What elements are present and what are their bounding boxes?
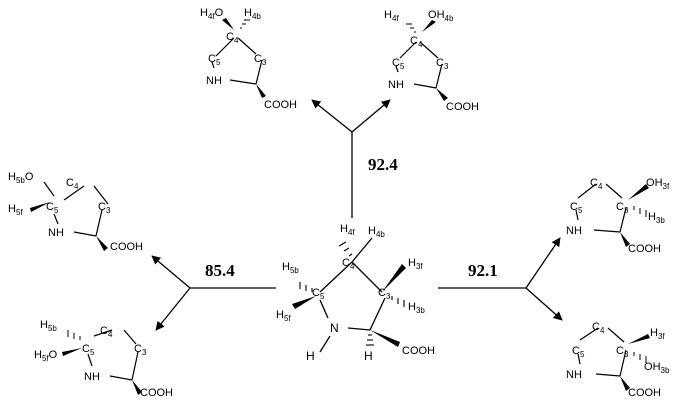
h4f-label-tr: H4f <box>384 9 399 23</box>
c3-label-tr: C3 <box>436 57 449 71</box>
nh-label-tl: NH <box>206 75 222 87</box>
c5-label-lt: C5 <box>46 201 59 215</box>
hash-h2 <box>366 334 374 346</box>
c5-label-tl: C5 <box>208 53 221 67</box>
n-label: N <box>330 321 339 335</box>
oh4b-label-tr: OH4b <box>428 9 454 23</box>
c3-label-tl: C3 <box>254 53 267 67</box>
hash-h3b <box>391 296 405 307</box>
top-arrow-left <box>311 99 353 133</box>
nh-label-rb: NH <box>566 369 582 381</box>
h3b-label: H3b <box>408 301 425 315</box>
h5b-label: H5b <box>282 261 299 275</box>
hash-h4f <box>338 241 353 257</box>
h4f-label-tl: H4fO <box>200 7 224 21</box>
c4-label-lb: C4 <box>100 325 113 339</box>
product-right-bottom: C4 H3f C5 C3 OH3b NH COOH <box>566 321 670 399</box>
c4-label-tl: C4 <box>226 31 239 45</box>
top-arrow-right <box>351 99 391 133</box>
hash-h5b <box>299 282 313 292</box>
nh-h-label: H <box>306 349 315 363</box>
c4-label-lt: C4 <box>66 177 79 191</box>
c3-label-lb: C3 <box>134 343 147 357</box>
value-top: 92.4 <box>368 155 398 174</box>
bond-n-c5 <box>319 299 329 319</box>
nh-label-rt: NH <box>566 225 582 237</box>
oh3b-label-rb: OH3b <box>644 361 670 375</box>
c3-label-lt: C3 <box>98 201 111 215</box>
h3b-label-rt: H3b <box>648 211 665 225</box>
wedge-cooh <box>370 330 400 347</box>
h5f-label-lt: H5f <box>8 203 23 217</box>
h2-label: H <box>364 349 373 363</box>
central-molecule: H4f H4b C4 H5b C5 C3 H3f H3b H5f N H H C… <box>276 223 435 363</box>
bond-h4b <box>351 237 373 263</box>
cooh-label-tr: COOH <box>446 101 479 113</box>
cooh-label-lb: COOH <box>140 387 173 399</box>
value-left: 85.4 <box>205 261 235 280</box>
cooh-label-rt: COOH <box>628 243 661 255</box>
left-arrow-up <box>151 255 191 289</box>
cooh-label-lt: COOH <box>110 241 143 253</box>
h4b-label: H4b <box>368 225 385 239</box>
bond-c4-c3 <box>351 261 383 293</box>
product-right-top: C4 OH3f C5 C3 H3b NH COOH <box>566 177 670 255</box>
bond-n-h <box>319 335 331 353</box>
bond-c2-n <box>347 327 371 331</box>
right-arrow-down <box>525 287 563 321</box>
h3f-label: H3f <box>408 257 423 271</box>
cooh-label-rb: COOH <box>628 387 661 399</box>
value-right: 92.1 <box>468 261 498 280</box>
bond-c3-c2 <box>369 297 386 331</box>
oh3f-label-rt: OH3f <box>646 177 670 191</box>
cooh-label-tl: COOH <box>264 99 297 111</box>
right-arrow-up <box>525 237 561 289</box>
wedge-h3f <box>382 264 406 292</box>
nh-label-lt: NH <box>48 227 64 239</box>
h3f-label-rb: H3f <box>650 327 665 341</box>
h4b-label-tl: H4b <box>244 7 261 21</box>
product-left-top: H5bO C4 H5f C5 C3 NH COOH <box>8 171 143 253</box>
product-top-right: H4f OH4b C4 C5 C3 NH COOH <box>384 9 479 113</box>
c5-label-lb: C5 <box>82 343 95 357</box>
left-arrow-down <box>155 287 191 331</box>
product-left-bottom: H5b C4 H5fO C5 C3 NH COOH <box>34 319 173 399</box>
c4-label-tr: C4 <box>410 35 423 49</box>
wedge-h5f <box>292 296 316 309</box>
h4f-label: H4f <box>340 223 355 237</box>
c3-label-rb: C3 <box>616 345 629 359</box>
c5-label: C5 <box>312 287 325 301</box>
reaction-arrows <box>151 99 563 331</box>
bond-c5-c4 <box>319 261 353 293</box>
product-top-left: H4fO H4b C4 C5 C3 NH COOH <box>200 7 297 111</box>
c3-label-rt: C3 <box>616 201 629 215</box>
oh5f-label-lb: H5fO <box>34 349 58 363</box>
c5-label-tr: C5 <box>392 57 405 71</box>
c5-label-rb: C5 <box>572 345 585 359</box>
h5f-label: H5f <box>276 309 291 323</box>
cooh-label: COOH <box>402 345 435 357</box>
nh-label-tr: NH <box>388 79 404 91</box>
c3-label: C3 <box>378 287 391 301</box>
h5b-label-lb: H5b <box>40 319 57 333</box>
c4-label-rt: C4 <box>590 177 603 191</box>
c4-label: C4 <box>342 257 355 271</box>
c4-label-rb: C4 <box>592 321 605 335</box>
oh5b-label-lt: H5bO <box>8 171 34 185</box>
nh-label-lb: NH <box>84 371 100 383</box>
c5-label-rt: C5 <box>570 201 583 215</box>
